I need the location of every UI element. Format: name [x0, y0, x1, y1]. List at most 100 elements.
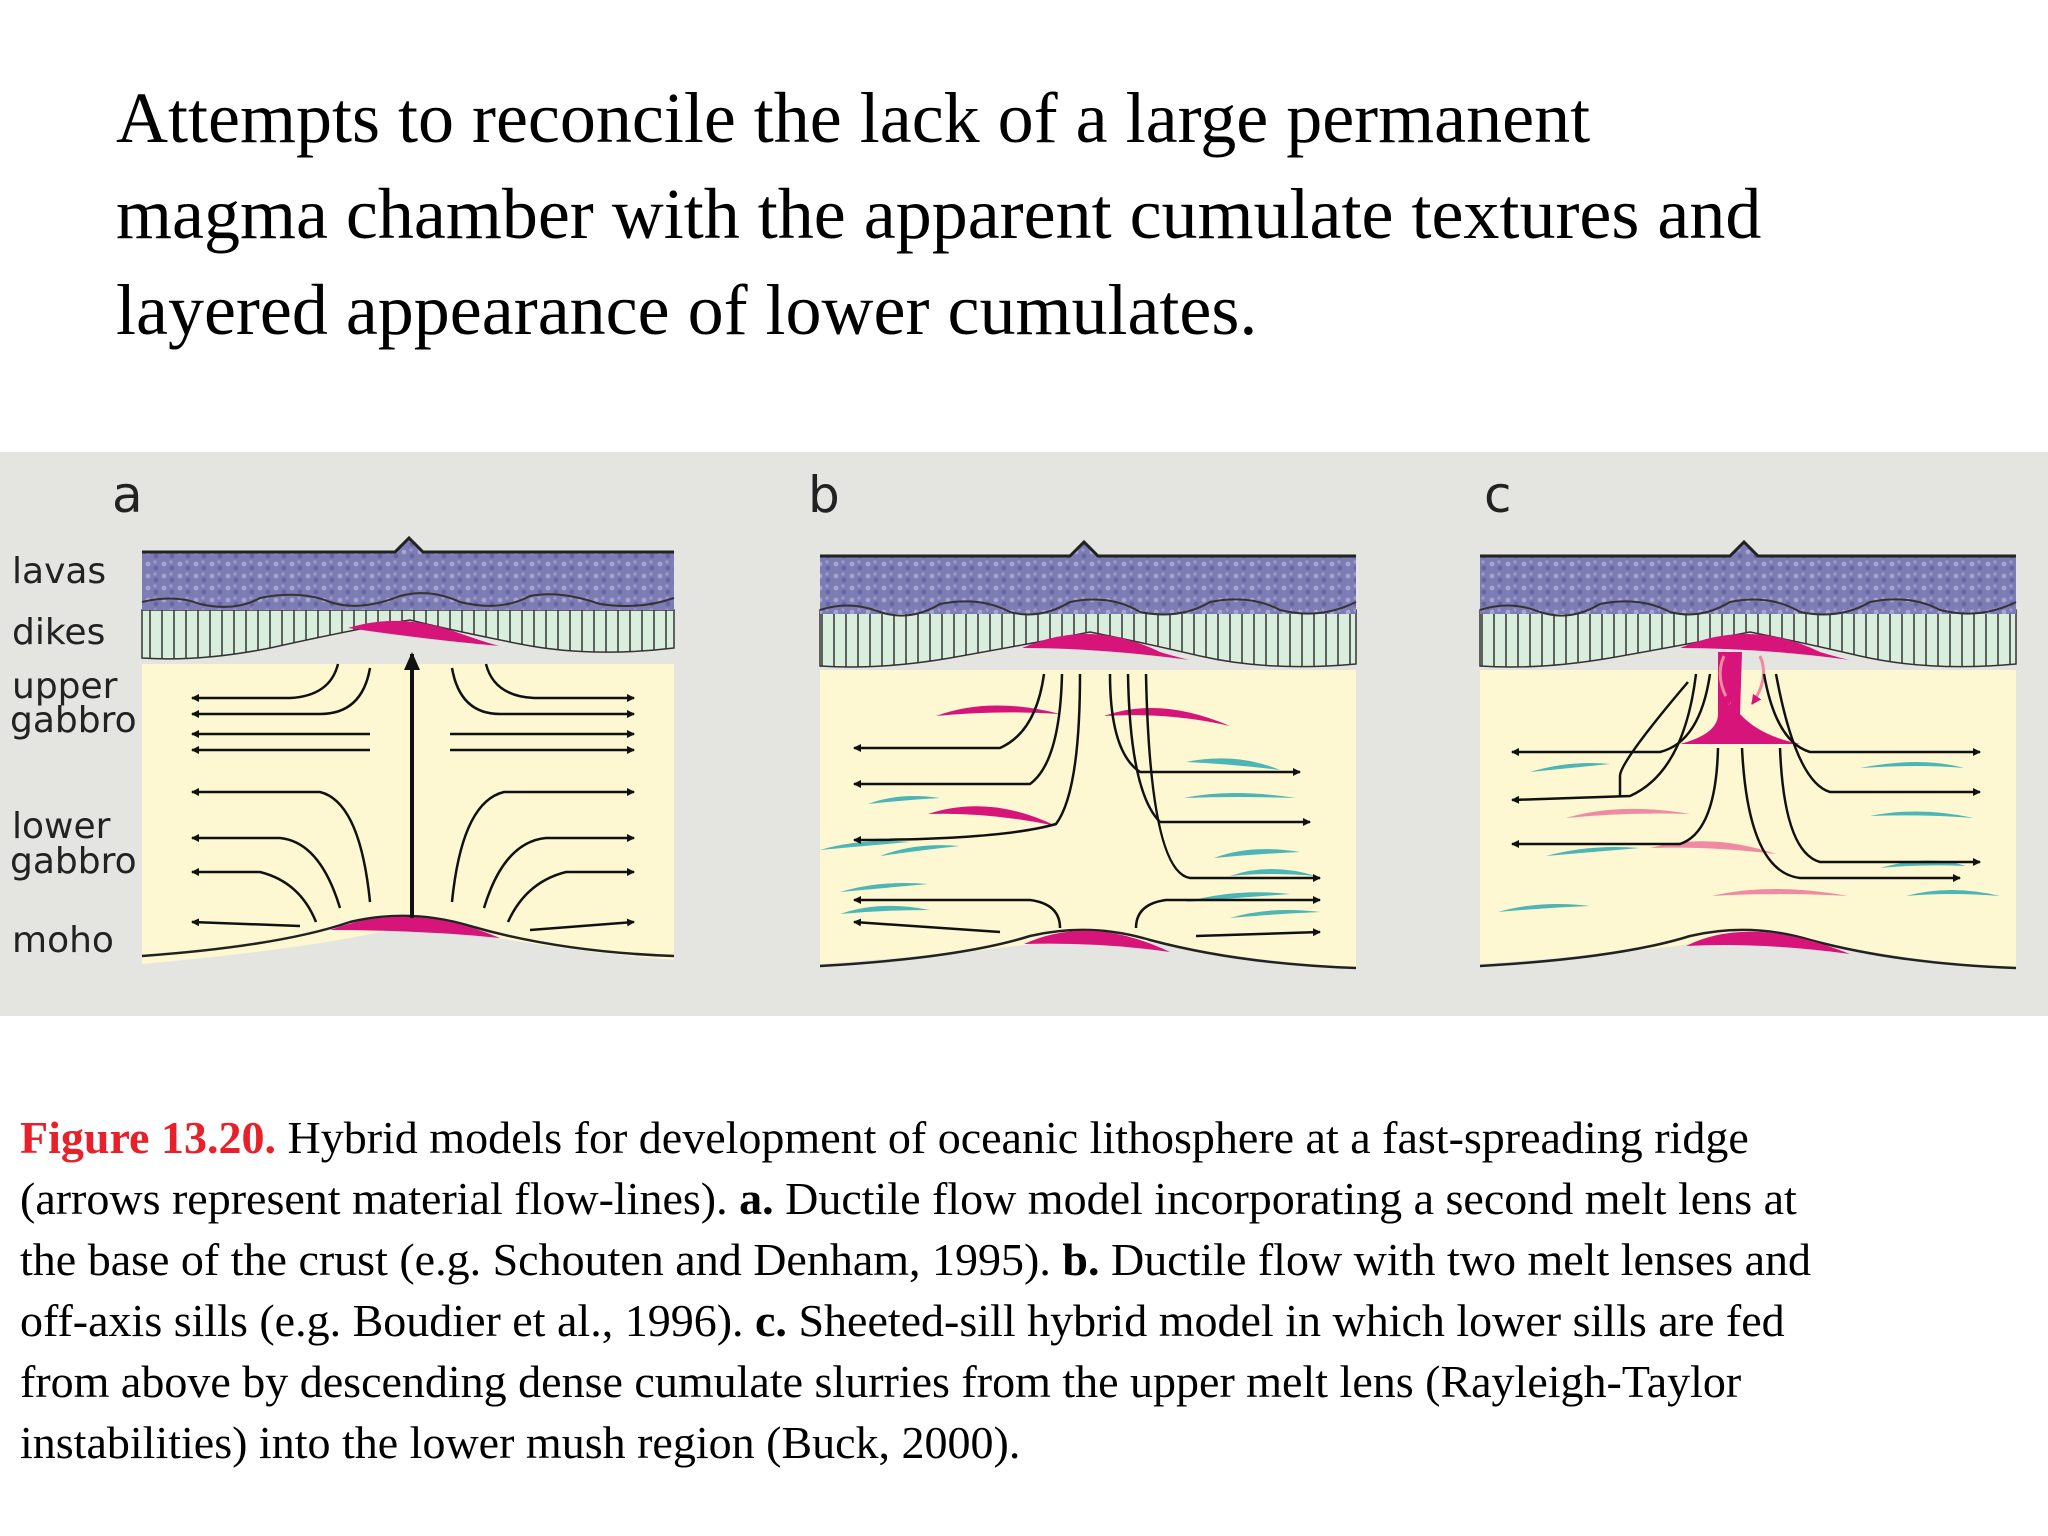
caption-text: the base of the crust (e.g. Schouten and… — [20, 1234, 1063, 1285]
flow-line — [1195, 928, 1321, 938]
flow-line — [1618, 681, 1689, 796]
upper-melt-lens — [1680, 633, 1850, 660]
off-axis-sill — [840, 905, 930, 914]
upper-melt-lens — [348, 620, 500, 646]
panel-c-label: c — [1484, 466, 1512, 524]
moho-line — [1479, 928, 2017, 970]
flow-line — [853, 673, 1046, 752]
flow-line — [484, 663, 635, 702]
off-axis-sill — [1906, 890, 2000, 896]
off-axis-sill — [1566, 808, 1690, 818]
caption-line: (arrows represent material flow-lines). … — [20, 1168, 2030, 1229]
panel-c: c — [1479, 466, 2017, 970]
off-axis-sill — [928, 806, 1056, 826]
flow-line — [191, 868, 318, 923]
off-axis-sill — [1230, 910, 1320, 918]
flow-line — [1778, 747, 1981, 866]
descending-slurry-arrow — [1718, 655, 1732, 705]
lower-gabbro-label-2: gabbro — [10, 841, 137, 882]
off-axis-sill — [1498, 904, 1590, 912]
off-axis-sill — [1546, 847, 1640, 856]
flow-line — [1740, 747, 1961, 882]
caption-line: Figure 13.20. Hybrid models for developm… — [20, 1107, 2030, 1168]
slurry-conduit — [1680, 652, 1800, 744]
gabbro-layer — [142, 664, 674, 964]
flow-line — [450, 667, 635, 718]
flow-line — [450, 788, 635, 903]
figure-panel: lavas dikes upper gabbro lower gabbro mo… — [0, 452, 2048, 1016]
flow-line — [1511, 673, 1712, 756]
flow-line — [1134, 896, 1321, 929]
caption-line: instabilities) into the lower mush regio… — [20, 1417, 1021, 1468]
dike-layer — [1479, 609, 2017, 668]
gabbro-layer — [820, 670, 1356, 968]
lava-layer — [142, 538, 674, 610]
off-axis-sill — [1184, 793, 1296, 798]
caption-text: Hybrid models for development of oceanic… — [275, 1112, 1749, 1163]
dike-layer — [141, 609, 675, 660]
flow-line — [853, 896, 1062, 929]
flow-line — [506, 868, 635, 923]
caption-text: off-axis sills (e.g. Boudier et al., 199… — [20, 1295, 756, 1346]
flow-line — [191, 834, 342, 909]
flow-line — [529, 918, 635, 932]
ridge-models-diagram: lavas dikes upper gabbro lower gabbro mo… — [10, 466, 2017, 970]
caption-part-label: a. — [739, 1173, 774, 1224]
panel-a-label: a — [112, 466, 143, 524]
off-axis-sill — [1104, 708, 1230, 726]
flow-line — [853, 918, 1001, 934]
lower-melt-lens — [330, 916, 500, 938]
caption-text: Ductile flow model incorporating a secon… — [773, 1173, 1797, 1224]
caption-part-label: b. — [1062, 1234, 1100, 1285]
lava-top — [820, 539, 1356, 558]
off-axis-sill — [1186, 758, 1280, 770]
flow-line — [1144, 673, 1321, 882]
caption-part-label: c. — [755, 1295, 787, 1346]
caption-text: Sheeted-sill hybrid model in which lower… — [786, 1295, 1785, 1346]
figure-number: Figure 13.20. — [20, 1112, 276, 1163]
panel-b-label: b — [808, 466, 840, 524]
dike-lava-contact — [1479, 598, 2017, 617]
caption-text: (arrows represent material flow-lines). — [20, 1173, 740, 1224]
off-axis-sill — [1230, 869, 1316, 876]
title-line: magma chamber with the apparent cumulate… — [116, 174, 1762, 254]
flow-line — [1762, 673, 1981, 756]
slide-title: Attempts to reconcile the lack of a larg… — [116, 70, 2016, 358]
upper-melt-lens — [1022, 633, 1190, 660]
flow-line — [191, 667, 372, 718]
flow-line — [191, 788, 372, 903]
figure-caption: Figure 13.20. Hybrid models for developm… — [20, 1107, 2030, 1473]
upper-gabbro-label-1: upper — [12, 666, 118, 707]
dikes-label: dikes — [12, 612, 105, 653]
dike-layer — [819, 609, 1357, 668]
flow-line — [191, 663, 340, 702]
dike-lava-contact — [819, 598, 1357, 617]
caption-line: the base of the crust (e.g. Schouten and… — [20, 1229, 2030, 1290]
off-axis-sill — [1530, 763, 1610, 772]
off-axis-sill — [820, 841, 910, 850]
flow-line — [853, 673, 1082, 844]
lava-top — [1480, 539, 2016, 558]
off-axis-sill — [1870, 811, 1974, 818]
off-axis-sill — [1712, 889, 1848, 896]
gabbro-layer — [1480, 670, 2016, 968]
off-axis-sill — [880, 845, 960, 856]
descending-slurry-arrow — [1750, 655, 1766, 705]
flow-line — [1511, 673, 1698, 804]
panel-b: b — [808, 466, 1357, 970]
lava-top — [142, 535, 674, 554]
off-axis-sill — [1860, 762, 1964, 768]
title-line: Attempts to reconcile the lack of a larg… — [116, 78, 1591, 158]
lower-gabbro-label-1: lower — [12, 806, 111, 847]
flow-line — [1511, 747, 1720, 848]
off-axis-sill — [936, 705, 1060, 716]
dike-lava-contact — [141, 592, 675, 608]
off-axis-sill — [868, 796, 940, 804]
title-line: layered appearance of lower cumulates. — [116, 270, 1258, 350]
caption-line: from above by descending dense cumulate … — [20, 1356, 1742, 1407]
off-axis-sill — [840, 883, 928, 892]
panel-a: a — [112, 466, 675, 964]
flow-line — [853, 673, 1064, 788]
flow-line — [1774, 673, 1981, 796]
caption-line: off-axis sills (e.g. Boudier et al., 199… — [20, 1290, 2030, 1351]
